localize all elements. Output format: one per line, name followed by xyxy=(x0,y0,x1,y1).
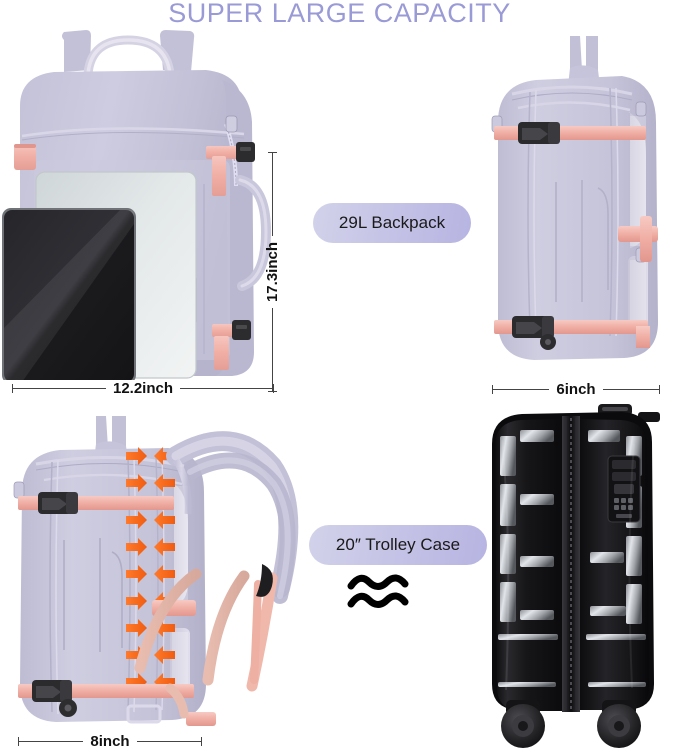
compression-strap-mid xyxy=(618,216,658,262)
side-strap-right-bottom xyxy=(212,320,251,370)
shoulder-strap-webbing xyxy=(126,564,278,726)
strap-bottom-buckle xyxy=(126,704,216,726)
dimension-cap-end xyxy=(659,384,660,394)
dimension-label: 8inch xyxy=(90,732,130,750)
tablet-illustration xyxy=(2,208,136,380)
spinner-wheel-left xyxy=(501,700,545,748)
side-strap-right-top xyxy=(206,142,255,196)
tsa-lock xyxy=(607,455,641,523)
page-title: SUPER LARGE CAPACITY xyxy=(168,0,511,28)
carry-handle xyxy=(83,35,175,79)
dimension-depth-back: 8inch xyxy=(18,731,202,751)
dimension-line-left xyxy=(13,387,106,389)
compression-strap-lower xyxy=(494,316,648,350)
dimension-label: 17.3inch xyxy=(263,241,281,303)
strap-tail xyxy=(636,326,650,348)
zipper-left-back xyxy=(13,481,25,499)
dimension-line-right xyxy=(602,388,659,390)
mesh-pocket xyxy=(628,101,648,326)
dimension-line-right xyxy=(180,387,273,389)
dimension-label: 6inch xyxy=(556,380,596,398)
strap-clip-icon xyxy=(256,564,273,597)
compression-strap-upper-back xyxy=(18,492,174,514)
side-handle xyxy=(235,175,272,291)
compression-arrow-group xyxy=(126,447,175,691)
dimension-line-bottom xyxy=(271,308,273,391)
product-image-backpack-side xyxy=(470,30,679,380)
mesh-pocket-back xyxy=(170,482,190,690)
dimension-cap-start xyxy=(12,383,13,393)
dimension-line-top xyxy=(271,153,273,236)
compression-arrow xyxy=(126,447,175,691)
dimension-line-left xyxy=(19,740,84,742)
dimension-line-right xyxy=(136,740,201,742)
dimension-cap-end xyxy=(273,383,274,393)
dimension-width-front: 12.2inch xyxy=(12,378,274,398)
product-image-trolley-case xyxy=(462,400,679,755)
shoulder-strap-stub xyxy=(62,30,195,72)
badge-backpack-capacity: 29L Backpack xyxy=(313,203,471,243)
dimension-line-left xyxy=(493,388,550,390)
dimension-height-front: 17.3inch xyxy=(262,152,282,392)
dimension-cap-start xyxy=(492,384,493,394)
side-strap-left-top xyxy=(14,144,36,170)
dimension-label: 12.2inch xyxy=(112,379,174,397)
approximately-equal-icon xyxy=(345,572,415,616)
product-image-backpack-back xyxy=(0,412,300,742)
compression-strap-upper xyxy=(494,122,646,144)
dimension-cap-top xyxy=(267,152,277,153)
spinner-wheel-right xyxy=(597,700,641,748)
dimension-cap-end xyxy=(201,736,202,746)
dimension-cap-bottom xyxy=(267,391,277,392)
strap-nub-left xyxy=(570,36,582,70)
dimension-depth-side: 6inch xyxy=(492,379,660,399)
strap-nub-right xyxy=(586,36,598,72)
product-image-backpack-front xyxy=(0,28,290,380)
shell-rib-group-left xyxy=(498,430,558,687)
compression-strap-lower-back xyxy=(18,680,194,717)
badge-trolley-size: 20″ Trolley Case xyxy=(309,525,487,565)
dimension-cap-start xyxy=(18,736,19,746)
shoulder-strap-padded xyxy=(166,431,299,604)
